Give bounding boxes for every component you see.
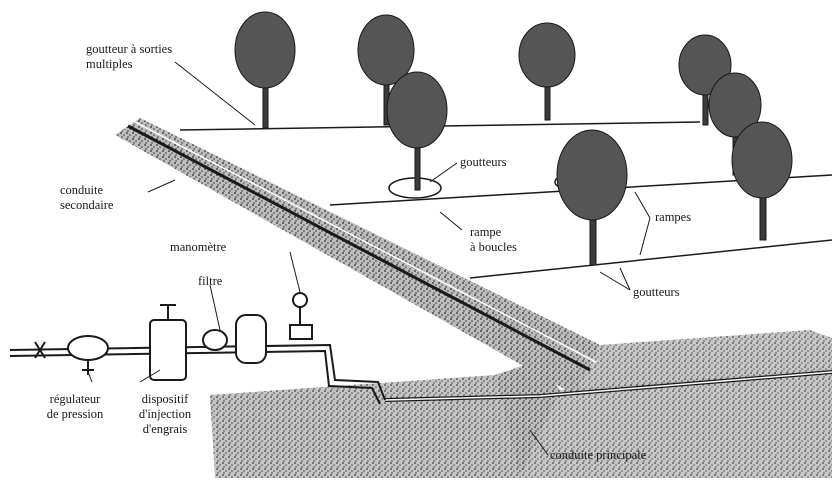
label-filter: filtre (198, 274, 222, 289)
tree (519, 23, 575, 120)
tree (387, 72, 447, 190)
label-drippers-bottom: goutteurs (633, 285, 680, 300)
label-laterals: rampes (655, 210, 691, 225)
label-manometer: manomètre (170, 240, 226, 255)
tree (235, 12, 295, 128)
label-drippers-top: goutteurs (460, 155, 507, 170)
tree (732, 122, 792, 240)
tree (557, 130, 627, 265)
label-main-pipe: conduite principale (550, 448, 646, 463)
